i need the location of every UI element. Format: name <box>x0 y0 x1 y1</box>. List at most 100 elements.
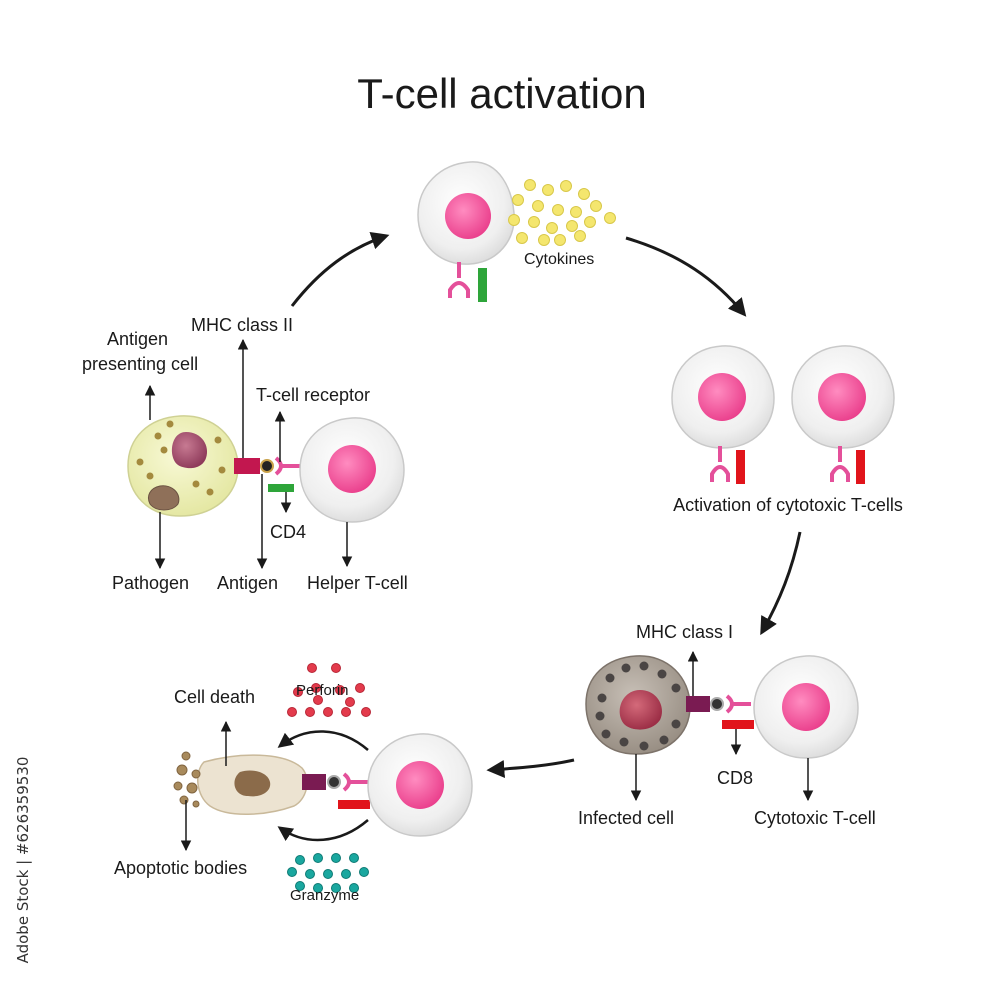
antigen-particle-infected <box>710 697 724 711</box>
granzyme-particle <box>349 883 359 893</box>
infected-granule <box>601 729 611 739</box>
cytotoxic-t-cell <box>753 655 859 759</box>
granzyme-particle <box>313 853 323 863</box>
perforin-particle <box>335 685 345 695</box>
arrow-to-activation <box>625 236 747 317</box>
perforin-particle <box>331 663 341 673</box>
perforin-particle <box>341 707 351 717</box>
cytokine-particle <box>578 188 590 200</box>
helper-t-cell <box>299 417 405 523</box>
apc-granule <box>160 446 168 454</box>
nucleus <box>328 445 376 493</box>
label-mhc-class-i: MHC class I <box>636 622 733 642</box>
label-infected-cell: Infected cell <box>578 808 674 828</box>
cytokine-particle <box>542 184 554 196</box>
label-helper-t-cell: Helper T-cell <box>307 573 408 593</box>
apc-granule <box>136 458 144 466</box>
infected-granule <box>639 741 649 751</box>
infected-cell <box>585 655 691 755</box>
perforin-particle <box>305 707 315 717</box>
antigen-particle <box>260 459 274 473</box>
cytokine-particle <box>516 232 528 244</box>
cytokine-particle <box>590 200 602 212</box>
perforin-particle <box>293 687 303 697</box>
cytotoxic-t-cell-a <box>671 345 775 484</box>
apc-granule <box>154 432 162 440</box>
arrow-to-infected <box>760 531 802 636</box>
pathogen-blob <box>147 485 180 511</box>
cytokine-particle <box>604 212 616 224</box>
cytokine-particle <box>532 200 544 212</box>
perforin-particle <box>361 707 371 717</box>
granzyme-particle <box>295 881 305 891</box>
perforin-particle <box>323 707 333 717</box>
stock-id: Adobe Stock | #626359530 <box>14 757 32 964</box>
cytotoxic-t-cell-killing <box>367 733 473 837</box>
apc-granule <box>146 472 154 480</box>
apc-granule <box>206 488 214 496</box>
granzyme-particle <box>341 869 351 879</box>
apc-granule <box>192 480 200 488</box>
apc-nucleus <box>171 432 208 469</box>
cd8-marker <box>722 720 754 729</box>
apoptotic-body <box>181 751 191 761</box>
cytotoxic-t-cell-b <box>791 345 895 484</box>
perforin-particle <box>311 683 321 693</box>
granzyme-particle <box>359 867 369 877</box>
cytokine-particle <box>512 194 524 206</box>
label-cd4: CD4 <box>270 522 306 542</box>
label-apoptotic-bodies: Apoptotic bodies <box>114 858 247 878</box>
tcr-receptor <box>448 262 470 298</box>
infected-granule <box>639 661 649 671</box>
label-t-cell-receptor: T-cell receptor <box>256 385 370 405</box>
perforin-particle <box>307 663 317 673</box>
perforin-particle <box>313 695 323 705</box>
apoptotic-body <box>191 769 201 779</box>
granzyme-particle <box>313 883 323 893</box>
mhc-class-ii <box>234 458 260 474</box>
label-activation-cytotoxic: Activation of cytotoxic T-cells <box>673 495 903 515</box>
cd4-helper <box>268 484 294 492</box>
label-cytokines: Cytokines <box>524 251 594 268</box>
cytokine-particle <box>574 230 586 242</box>
apoptotic-cell <box>197 754 308 815</box>
apc-granule <box>214 436 222 444</box>
diagram-title: T-cell activation <box>357 70 646 117</box>
cytokine-particle <box>566 220 578 232</box>
label-mhc-class-ii: MHC class II <box>191 315 293 335</box>
arrow-to-cytokines <box>290 232 390 307</box>
mhc-class-i-apoptotic <box>302 774 326 790</box>
infected-granule <box>597 693 607 703</box>
perforin-particle <box>345 697 355 707</box>
infected-granule <box>605 673 615 683</box>
granzyme-particle <box>305 869 315 879</box>
granzyme-particle <box>287 867 297 877</box>
infected-granule <box>671 683 681 693</box>
cytokine-particle <box>508 214 520 226</box>
cytokine-particle <box>554 234 566 246</box>
infected-granule <box>657 669 667 679</box>
granzyme-particle <box>331 883 341 893</box>
label-perforin: Perforin <box>296 682 349 699</box>
arrow-to-cell-death <box>486 758 575 778</box>
label-presenting-cell: presenting cell <box>82 354 198 374</box>
antigen-presenting-cell <box>127 415 239 517</box>
mhc-class-i <box>686 696 710 712</box>
infected-granule <box>619 737 629 747</box>
infected-granule <box>595 711 605 721</box>
apoptotic-body <box>192 800 200 808</box>
granzyme-particle <box>323 869 333 879</box>
granzyme-particles <box>287 853 369 893</box>
cytokine-particle <box>552 204 564 216</box>
cytokine-particle <box>584 216 596 228</box>
fragmented-nucleus <box>234 770 271 797</box>
apoptotic-bodies-particles <box>173 751 201 808</box>
label-granzyme: Granzyme <box>290 887 359 904</box>
granzyme-particle <box>349 853 359 863</box>
apc-granule <box>166 420 174 428</box>
apc-granule <box>218 466 226 474</box>
label-antigen: Antigen <box>107 329 168 349</box>
apoptotic-body <box>179 795 189 805</box>
infected-granule <box>659 735 669 745</box>
